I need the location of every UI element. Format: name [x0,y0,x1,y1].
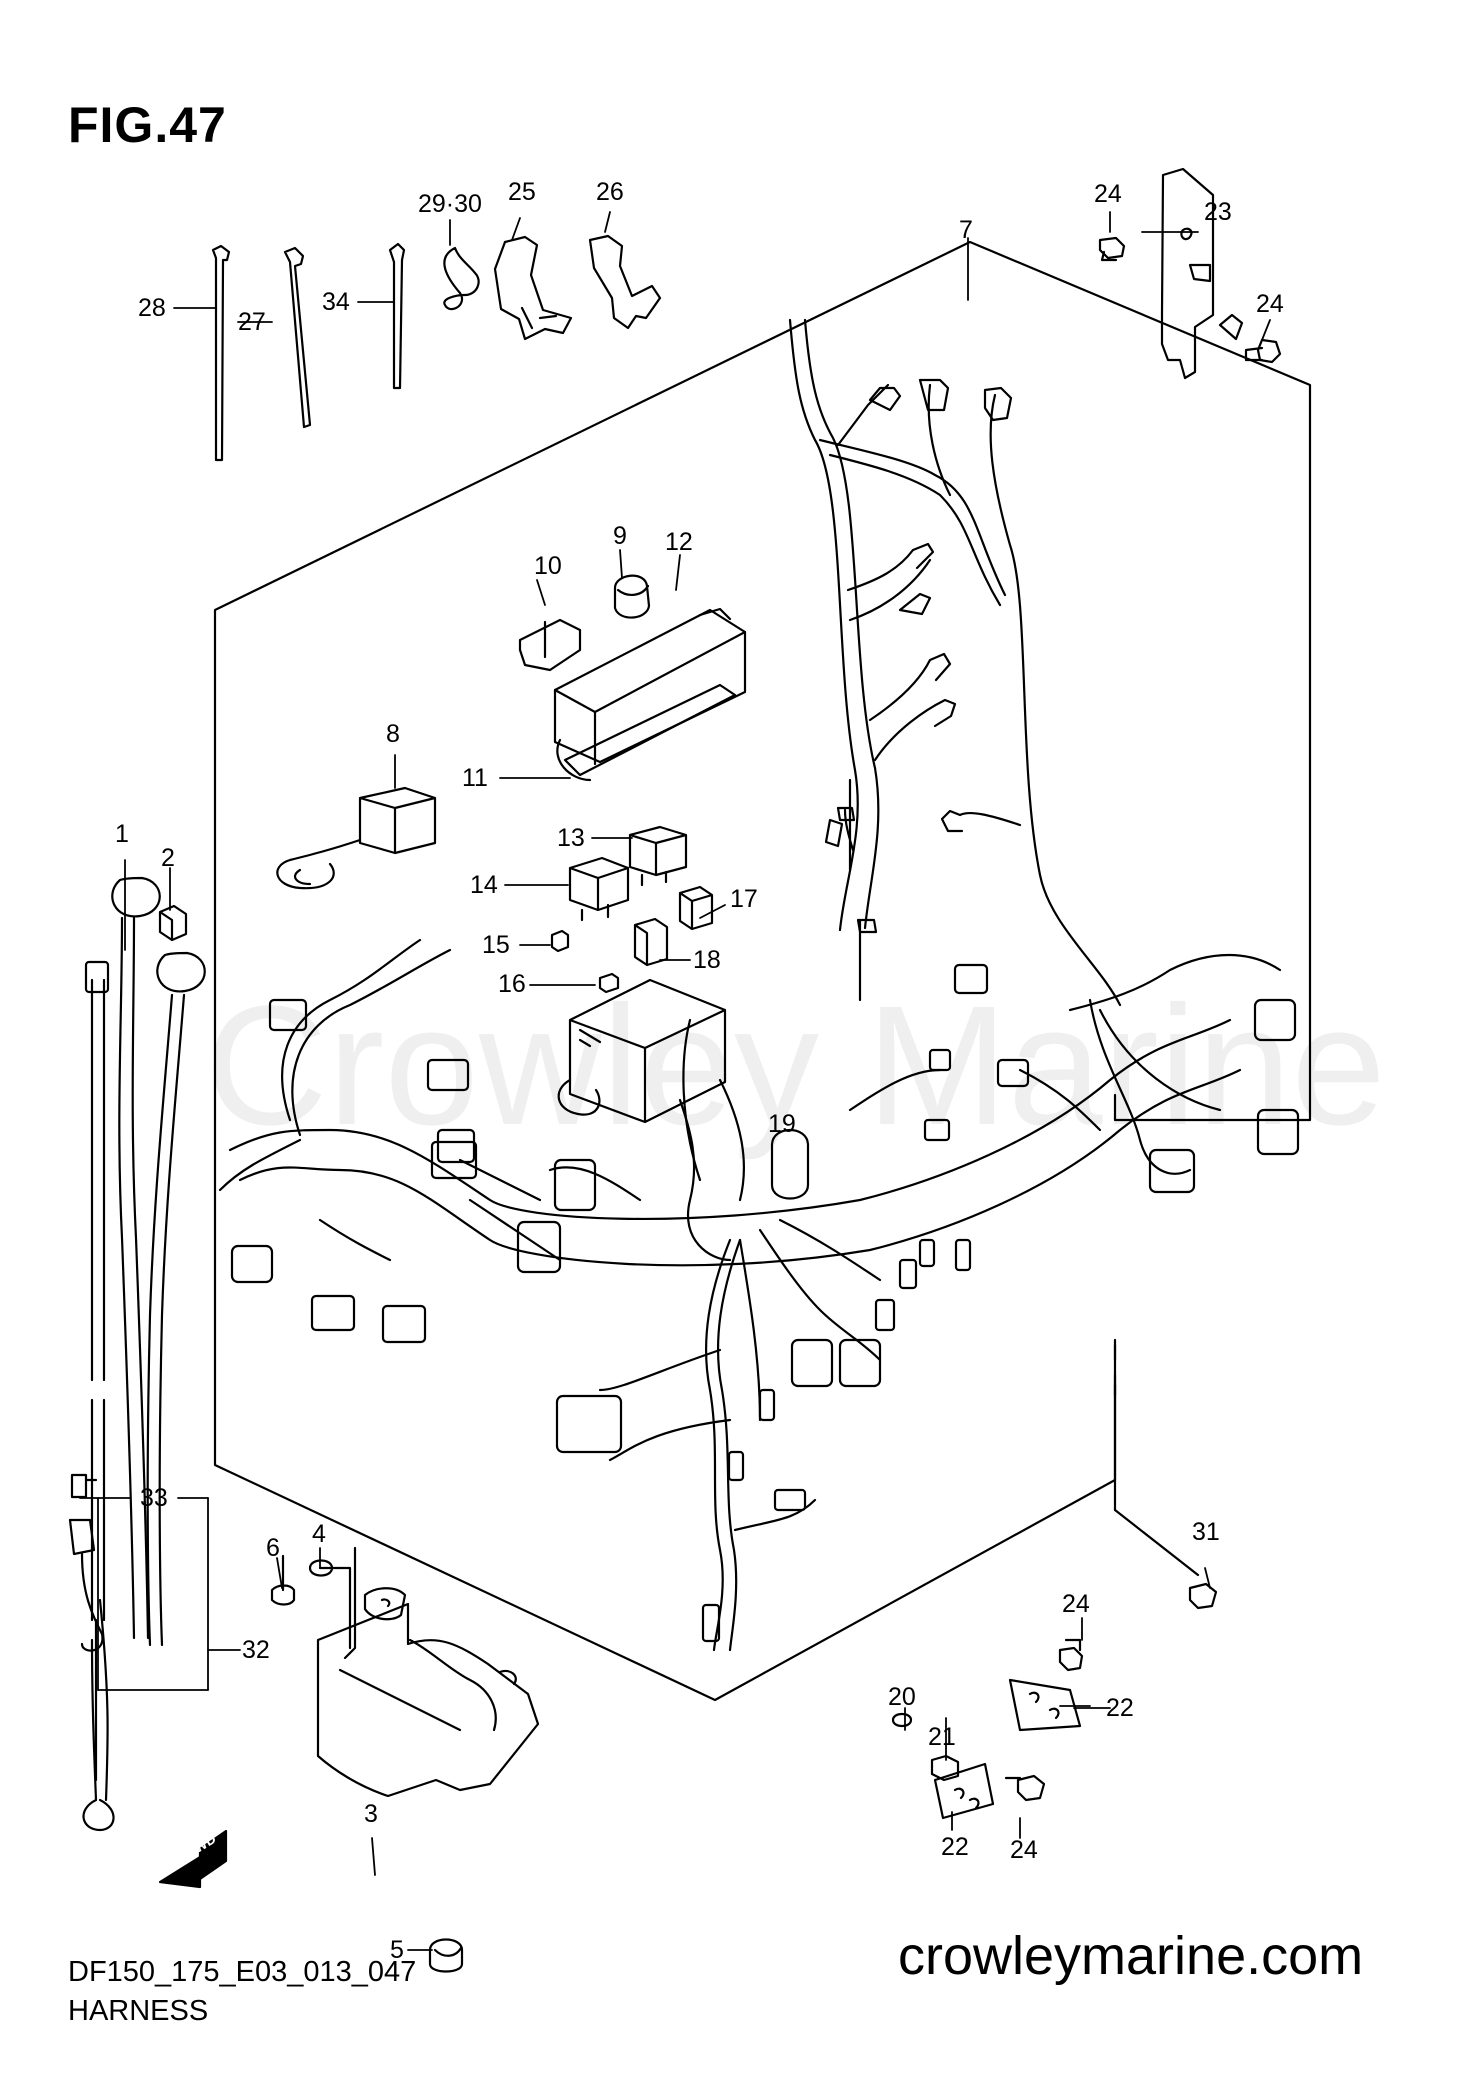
fuse-17 [678,885,714,931]
relay-14 [568,856,630,922]
callout-27: 27 [238,308,266,336]
bolt-24-mid [1058,1638,1084,1672]
clamp-26 [588,234,662,330]
bracket-3 [316,1587,540,1798]
callout-24-mid: 24 [1062,1590,1090,1618]
callout-1: 1 [115,820,129,848]
callout-15: 15 [482,931,510,959]
callout-5: 5 [390,1936,404,1964]
callout-32: 32 [242,1636,270,1664]
callout-22-lower: 22 [941,1833,969,1861]
bolt-24-right [1244,338,1282,364]
callout-7: 7 [959,216,973,244]
nut-21 [930,1754,960,1782]
clamp-25 [493,235,573,341]
callout-9: 9 [613,522,627,550]
callout-24-right: 24 [1256,290,1284,318]
callout-24-top: 24 [1094,180,1122,208]
callout-16: 16 [498,970,526,998]
callout-21: 21 [928,1723,956,1751]
fuse-18 [633,917,669,967]
fuse-15 [550,929,570,953]
fuse-16 [598,972,620,994]
clamp-22-upper [1008,1678,1082,1732]
fwd-arrow-icon [158,1829,228,1889]
battery-cable-1 [111,876,161,1640]
bracket-frame-4 [318,1546,357,1660]
callout-4: 4 [312,1520,326,1548]
callout-12: 12 [665,528,693,556]
gasket-11 [563,683,737,777]
cable-ties [211,242,406,462]
connectors [230,963,1300,1643]
bolt-24-top [1098,236,1126,262]
callout-11: 11 [462,764,488,792]
main-harness-7 [788,318,1122,1007]
bolt-31 [1188,1582,1218,1610]
callout-13: 13 [557,824,585,852]
callout-3: 3 [364,1800,378,1828]
callout-17: 17 [730,885,758,913]
figure-title: FIG.47 [68,97,227,153]
bolt-24-lower [1004,1774,1046,1802]
callout-8: 8 [386,720,400,748]
website-link[interactable]: crowleymarine.com [898,1926,1364,1986]
harness-32-33 [68,960,115,1832]
figure-subtitle: HARNESS [68,1995,209,2027]
callout-leaders [79,211,1271,1951]
callout-25: 25 [508,178,536,206]
grommet-5 [428,1938,464,1973]
junction-box [557,978,732,1262]
clip-29-30 [443,246,480,311]
clamp-22-lower [933,1762,995,1820]
relay-box-8 [276,786,437,890]
callout-33: 33 [140,1484,168,1512]
callout-20: 20 [888,1683,916,1711]
watermark: Crowley Marine [205,971,1386,1161]
cap-19 [770,1129,810,1200]
callout-labels: 1 2 3 4 5 6 7 8 9 10 11 12 13 14 15 16 1… [115,178,1284,1964]
callout-31: 31 [1192,1518,1220,1546]
callout-19: 19 [768,1110,796,1138]
figure-code: DF150_175_E03_013_047 [68,1956,417,1988]
washer-20 [891,1712,913,1728]
callout-18: 18 [693,946,721,974]
relay-cover-10 [518,618,582,672]
callout-34: 34 [322,288,350,316]
grommet-9 [613,574,651,619]
fuse-box-12 [553,607,747,782]
callout-6: 6 [266,1534,280,1562]
callout-2: 2 [161,844,175,872]
assembly-frame [213,240,1312,1702]
callout-28: 28 [138,294,166,322]
relay-13 [628,825,688,887]
callout-26: 26 [596,178,624,206]
bracket-23 [1160,167,1244,380]
callout-10: 10 [534,552,562,580]
battery-cable-2 [146,904,206,1647]
callout-24-lower: 24 [1010,1836,1038,1864]
callout-23: 23 [1204,198,1232,226]
callout-22-upper: 22 [1106,1694,1134,1722]
screw-6 [270,1554,296,1606]
callout-14: 14 [470,871,498,899]
engine-harness [218,938,1282,1652]
callout-29-30: 29·30 [418,190,482,218]
